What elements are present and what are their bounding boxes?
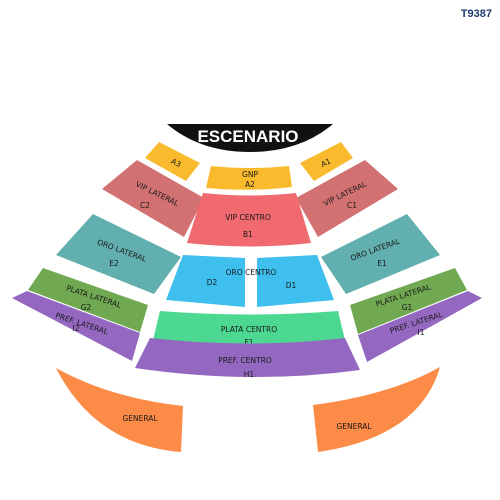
section-pref-centro-h1-code: H1 [244,370,255,379]
section-oro-lateral-e2-shape [56,214,181,294]
section-pref-centro-h1-shape [135,338,360,378]
section-oro-centro-d1-code: D1 [286,281,297,290]
section-vip-centro-b1-code: B1 [243,230,253,239]
section-vip-centro-b1[interactable]: VIP CENTRO B1 [187,193,311,247]
section-vip-centro-b1-shape [187,193,311,247]
section-plata-centro-f1-code: F1 [244,338,253,347]
section-a3-shape [145,142,200,181]
section-gnp-a2-code: A2 [245,180,255,189]
section-vip-lateral-c2[interactable]: VIP LATERAL C2 [102,160,204,237]
section-plata-lateral-g1-shape [350,268,467,334]
section-oro-lateral-e1-shape [321,214,440,294]
section-gnp-a2-label: GNP [242,170,258,179]
section-oro-lateral-e1-code: E1 [377,259,387,268]
section-pref-centro-h1-label: PREF. CENTRO [218,356,272,365]
section-a1-shape [300,142,353,181]
section-oro-lateral-e2-code: E2 [109,259,119,268]
section-oro-centro-d1-shape [257,255,334,307]
section-pref-centro-h1[interactable]: PREF. CENTRO H1 [135,338,360,379]
section-vip-centro-b1-label: VIP CENTRO [225,213,271,222]
section-general-right-shape [313,367,440,452]
section-a3[interactable]: A3 [145,142,200,181]
section-pref-lateral-i1-code: I1 [418,328,425,337]
section-oro-centro-d2-shape [166,255,245,307]
event-id: T9387 [461,8,492,20]
stage: ESCENARIO [167,124,333,152]
section-vip-lateral-c2-code: C2 [140,201,150,210]
section-plata-centro-f1-shape [153,311,345,344]
section-general-left-label: GENERAL [122,414,158,423]
section-plata-lateral-g1-code: G1 [402,303,413,312]
section-vip-lateral-c1[interactable]: VIP LATERAL C1 [296,160,398,237]
section-oro-centro-d2-code: D2 [207,278,218,287]
section-plata-lateral-g2-code: G2 [81,303,92,312]
section-oro-lateral-e2[interactable]: ORO LATERAL E2 [56,214,181,294]
section-a3-label: A3 [170,157,183,170]
section-a1-label: A1 [319,156,332,169]
section-gnp-a2-shape [206,166,292,190]
section-general-right-label: GENERAL [336,422,372,431]
section-oro-lateral-e1[interactable]: ORO LATERAL E1 [321,214,440,294]
section-general-left-shape [56,368,183,452]
section-plata-centro-f1-label: PLATA CENTRO [221,325,277,334]
section-oro-centro-d1[interactable]: D1 [257,255,334,307]
section-gnp-a2[interactable]: GNP A2 [206,166,292,190]
oro-centro-label: ORO CENTRO [226,268,277,277]
section-pref-lateral-i2-shape [12,291,140,361]
section-vip-lateral-c1-shape [296,160,398,237]
section-pref-lateral-i1-shape [358,291,482,362]
section-plata-lateral-g2-shape [28,268,148,332]
section-general-left[interactable]: GENERAL [56,368,183,452]
section-pref-lateral-i2-code: I2 [73,324,80,333]
section-a1[interactable]: A1 [300,142,353,181]
section-plata-centro-f1[interactable]: PLATA CENTRO F1 [153,311,345,347]
section-general-right[interactable]: GENERAL [313,367,440,452]
section-vip-lateral-c1-code: C1 [347,201,357,210]
section-oro-centro-d2[interactable]: D2 [166,255,245,307]
stage-label: ESCENARIO [197,127,298,146]
stage-shape [167,124,333,152]
section-vip-lateral-c2-shape [102,160,204,237]
